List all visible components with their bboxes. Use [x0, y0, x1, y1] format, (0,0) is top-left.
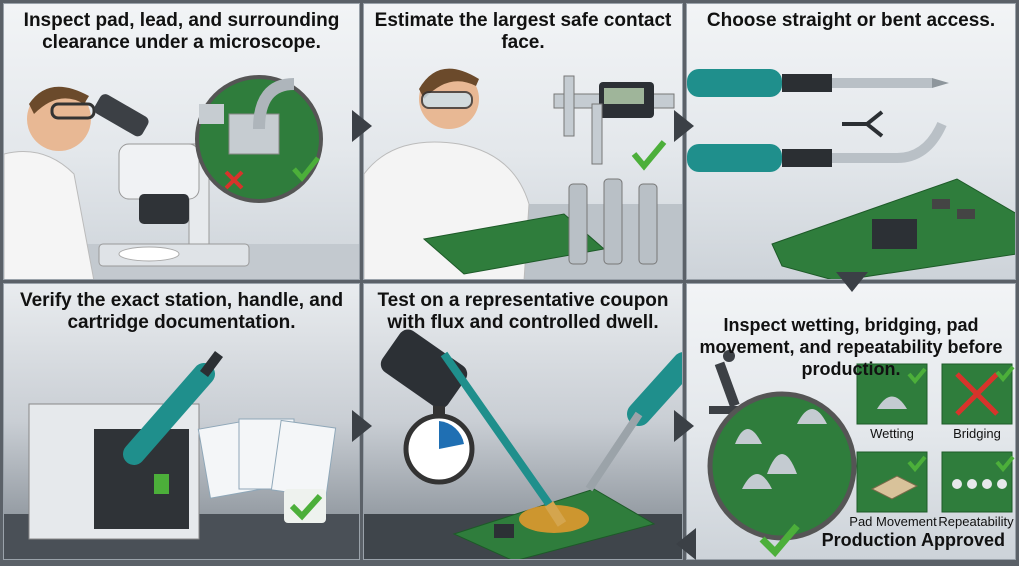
- caliper-icon: [553, 75, 675, 165]
- bridging-tile: [941, 363, 1015, 425]
- arrow-step4-to-step5: [352, 410, 372, 442]
- magnifier-lens: [380, 329, 468, 409]
- arrow-step3-to-step6: [836, 272, 868, 292]
- step-4-caption: Verify the exact station, handle, and ca…: [19, 290, 344, 333]
- step-6-inspect-panel: Inspect wetting, bridging, pad movement,…: [686, 283, 1016, 560]
- step-1-inspect-panel: Inspect pad, lead, and surrounding clear…: [3, 3, 360, 280]
- tip-samples: [568, 178, 658, 265]
- documentation-cards: [197, 418, 337, 499]
- straight-iron-icon: [687, 69, 949, 97]
- bridging-label: Bridging: [953, 426, 1001, 441]
- step-4-verify-panel: Verify the exact station, handle, and ca…: [3, 283, 360, 560]
- technician-figure: [4, 86, 96, 279]
- stopwatch-icon: [403, 406, 475, 485]
- process-grid: Inspect pad, lead, and surrounding clear…: [3, 3, 1016, 563]
- check-icon: [631, 140, 667, 171]
- check-icon: [292, 156, 320, 182]
- step-3-caption: Choose straight or bent access.: [706, 10, 996, 31]
- soldering-iron-icon: [123, 351, 223, 465]
- step-5-caption: Test on a representative coupon with flu…: [377, 290, 669, 333]
- arrow-step5-to-step6: [674, 410, 694, 442]
- step-3-access-panel: Choose straight or bent access.: [686, 3, 1016, 280]
- pad-movement-label: Pad Movement: [849, 514, 937, 529]
- check-icon: [759, 523, 800, 558]
- microscope-icon: [94, 94, 250, 267]
- brush-icon: [440, 351, 567, 527]
- check-icon: [284, 489, 326, 523]
- arrow-step1-to-step2: [352, 110, 372, 142]
- bent-iron-icon: [687, 121, 947, 172]
- microscope-icon: [709, 350, 741, 414]
- wetting-label: Wetting: [870, 426, 914, 441]
- magnified-joints-view: [707, 391, 857, 541]
- repeatability-label: Repeatability: [938, 514, 1014, 529]
- step-1-illustration: [4, 75, 359, 279]
- pad-movement-tile: [856, 451, 928, 513]
- step-6-caption: Inspect wetting, bridging, pad movement,…: [699, 315, 1003, 379]
- soldering-station-icon: [28, 403, 200, 540]
- production-approved-label: Production Approved: [821, 530, 1005, 550]
- step-4-illustration: [4, 351, 359, 559]
- fork-arrow-icon: [842, 110, 884, 138]
- cross-icon: [224, 170, 244, 190]
- step-3-illustration: [687, 69, 1015, 279]
- step-2-illustration: [364, 68, 682, 279]
- step-2-caption: Estimate the largest safe contact face.: [374, 10, 672, 53]
- step-5-test-panel: Test on a representative coupon with flu…: [363, 283, 683, 560]
- pcb-board: [771, 178, 1015, 279]
- step-6-illustration: [707, 350, 1015, 558]
- arrow-step2-to-step3: [674, 110, 694, 142]
- wetting-tile: [856, 363, 928, 425]
- magnified-pad-view: [195, 75, 323, 203]
- step-1-caption: Inspect pad, lead, and surrounding clear…: [23, 10, 340, 53]
- repeatability-tile: [941, 451, 1015, 513]
- arrow-return: [676, 528, 696, 560]
- soldering-iron-icon: [585, 352, 682, 492]
- step-2-estimate-panel: Estimate the largest safe contact face.: [363, 3, 683, 280]
- step-5-illustration: [364, 329, 682, 559]
